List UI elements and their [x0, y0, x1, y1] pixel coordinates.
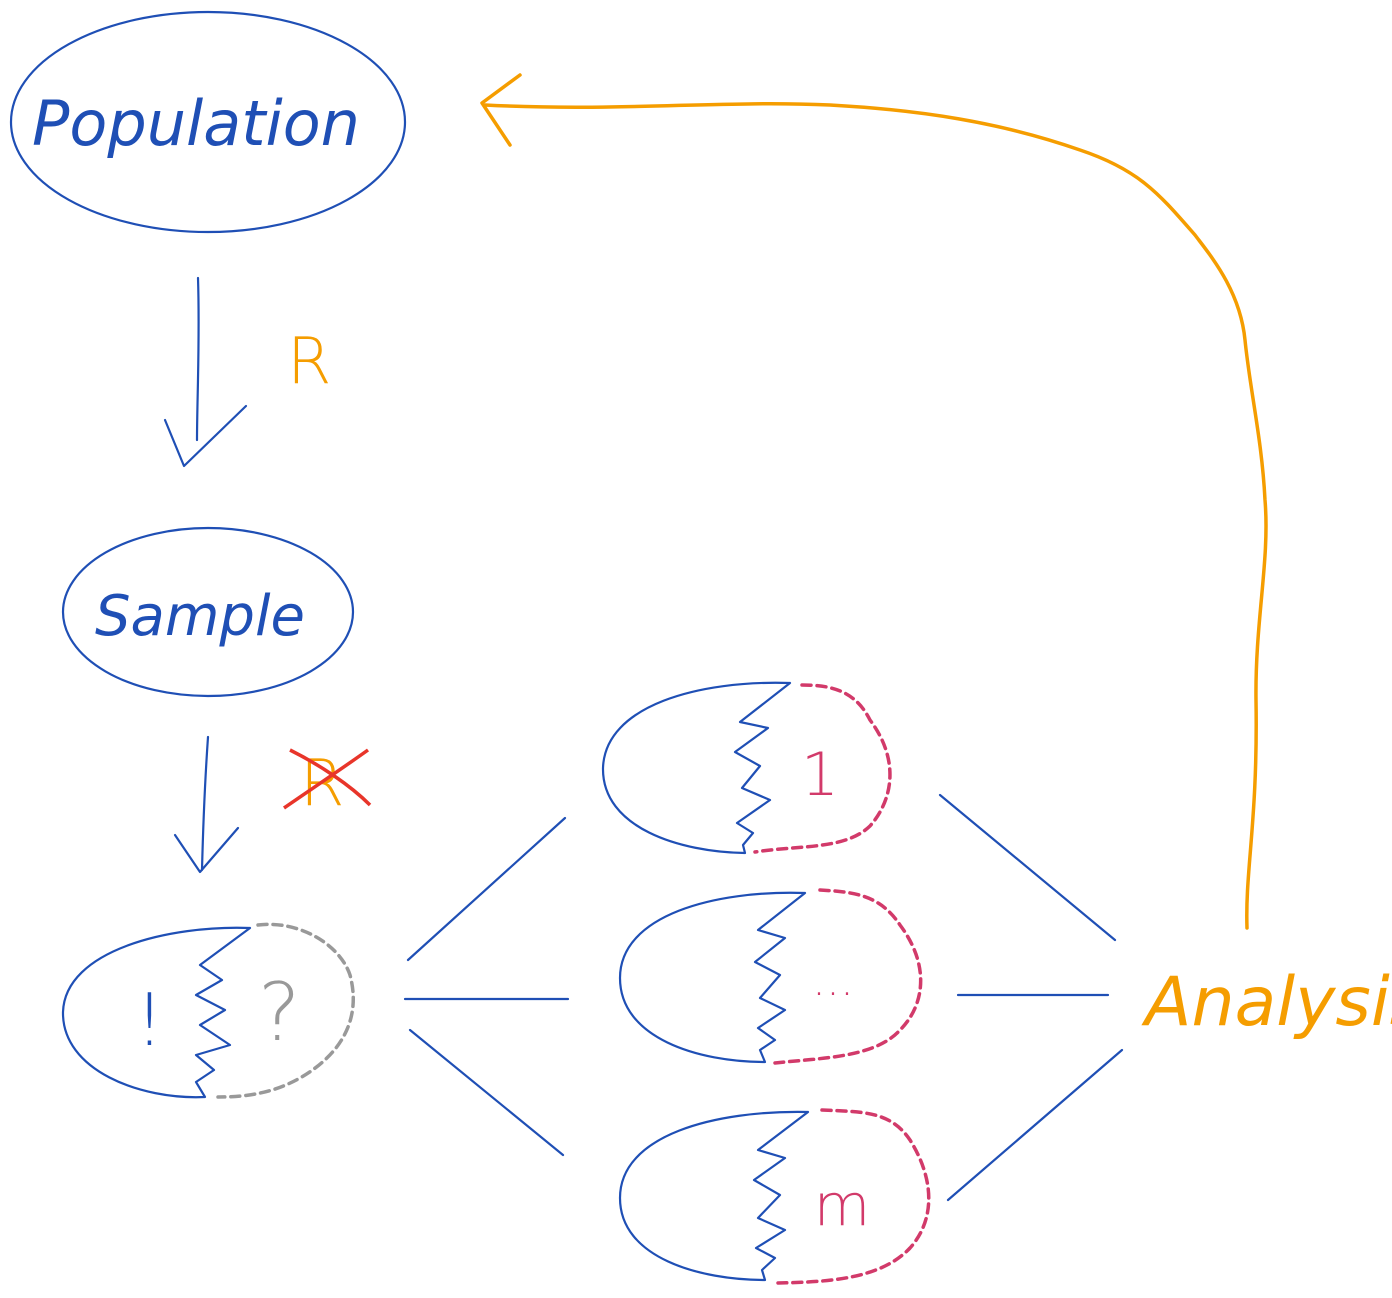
imputation-label-dots: ...: [812, 955, 854, 1006]
arrow-analysis-to-population: [480, 73, 1268, 930]
imputed-dataset-m: m: [618, 1108, 931, 1285]
sample-label: Sample: [95, 584, 305, 649]
missing-mark: ?: [258, 966, 300, 1059]
analysis-label: Analysis: [1141, 963, 1392, 1042]
imputation-label-1: 1: [801, 740, 839, 810]
edge-from-imputation-m: [946, 1048, 1124, 1202]
r-label-crossed-out: R: [283, 747, 372, 821]
incomplete-data-node: ! ?: [61, 922, 355, 1099]
observed-mark: !: [135, 978, 164, 1062]
edge-from-imputation-1: [938, 793, 1117, 942]
arrow-population-to-sample: [163, 276, 248, 468]
imputed-dataset-dots: ...: [618, 888, 923, 1065]
edge-to-imputation-1: [406, 816, 567, 962]
imputation-label-m: m: [814, 1171, 871, 1239]
arrow-sample-to-incomplete: [173, 735, 240, 874]
sample-node: Sample: [61, 526, 355, 698]
r-label-sampling: R: [287, 325, 331, 399]
imputed-dataset-1: 1: [601, 681, 892, 855]
population-node: Population: [9, 10, 407, 234]
edge-to-imputation-m: [408, 1028, 565, 1157]
population-label: Population: [32, 87, 360, 160]
